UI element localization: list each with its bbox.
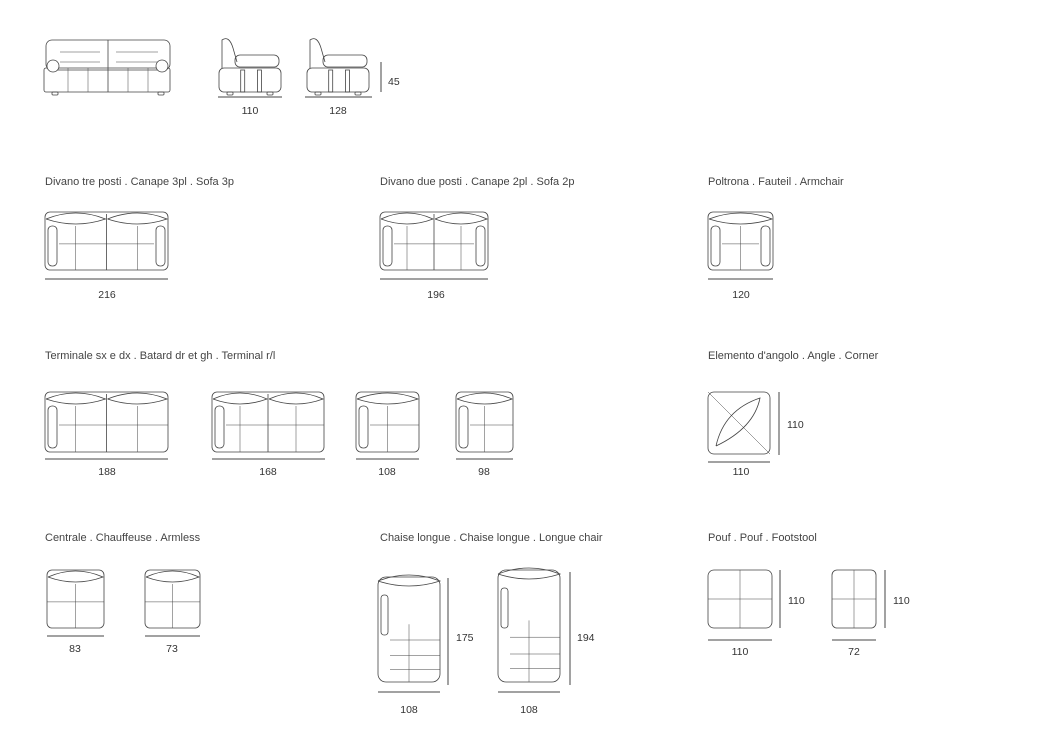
armrest (358, 405, 369, 449)
armrest (214, 405, 225, 449)
leg (257, 69, 262, 93)
sofa2-width: 196 (427, 289, 445, 301)
leg (345, 69, 350, 93)
corner-outline (707, 391, 771, 455)
chaise-title: Chaise longue . Chaise longue . Longue c… (380, 532, 603, 544)
armless-title: Centrale . Chauffeuse . Armless (45, 532, 201, 544)
pouf-width-2: 72 (848, 646, 860, 658)
back-cushion (434, 212, 489, 225)
sofa3-width: 216 (98, 289, 116, 301)
back-cushion (456, 392, 514, 405)
armrest (475, 225, 486, 267)
foot (157, 91, 165, 96)
foot (354, 91, 362, 96)
sofa2-title: Divano due posti . Canape 2pl . Sofa 2p (380, 176, 575, 188)
corner-width: 110 (732, 466, 750, 478)
corner-title: Elemento d'angolo . Angle . Corner (708, 350, 879, 362)
armrest-roll (46, 59, 60, 73)
foot (51, 91, 59, 96)
armrest (380, 594, 389, 636)
back-cushion (356, 392, 420, 405)
pouf-depth-2: 110 (893, 595, 910, 607)
back-cushion (145, 570, 201, 583)
side-a-width: 110 (241, 105, 259, 117)
seat-height: 45 (388, 76, 400, 88)
terminal-width-4: 98 (478, 466, 490, 478)
armless-width-2: 73 (166, 643, 178, 655)
chaise-length-1: 175 (456, 632, 474, 644)
chaise-width-1: 108 (400, 704, 418, 716)
terminal-width-1: 188 (98, 466, 116, 478)
back-cushion (107, 212, 169, 225)
side-b-width: 128 (329, 105, 347, 117)
armrest (382, 225, 393, 267)
side-back (309, 38, 326, 68)
back-cushion (45, 212, 107, 225)
sofa-base (43, 67, 171, 93)
back-cushion (497, 567, 562, 580)
pouf-title: Pouf . Pouf . Footstool (708, 532, 817, 544)
armless-width-1: 83 (69, 643, 81, 655)
back-cushion (107, 392, 169, 405)
back-cushion (377, 574, 442, 587)
back-cushion (45, 392, 107, 405)
pouf-depth-1: 110 (788, 595, 805, 607)
sofa3-title: Divano tre posti . Canape 3pl . Sofa 3p (45, 176, 234, 188)
pouf-width-1: 110 (731, 646, 749, 658)
side-back (221, 38, 238, 68)
back-cushion (47, 570, 105, 583)
armrest (760, 225, 771, 267)
back-cushion (708, 212, 774, 225)
chaise-length-2: 194 (577, 632, 595, 644)
leg (328, 69, 334, 93)
back-cushion (212, 392, 269, 405)
armrest (47, 405, 58, 449)
corner-diagonal (707, 391, 771, 455)
terminal-width-3: 108 (378, 466, 396, 478)
armrest (47, 225, 58, 267)
armrest-roll (155, 59, 169, 73)
back-cushion (268, 392, 325, 405)
foot (314, 91, 322, 96)
leg (240, 69, 246, 93)
armrest (458, 405, 469, 449)
side-roll (234, 54, 280, 68)
armrest (710, 225, 721, 267)
armchair-width: 120 (732, 289, 750, 301)
foot (266, 91, 274, 96)
corner-cushion (715, 397, 761, 447)
back-cushion (380, 212, 435, 225)
side-base (306, 67, 370, 93)
chaise-width-2: 108 (520, 704, 538, 716)
foot (226, 91, 234, 96)
corner-depth: 110 (787, 419, 804, 431)
side-roll (322, 54, 368, 68)
terminal-title: Terminale sx e dx . Batard dr et gh . Te… (45, 350, 276, 362)
terminal-width-2: 168 (259, 466, 277, 478)
armchair-title: Poltrona . Fauteil . Armchair (708, 176, 844, 188)
armrest (500, 587, 509, 629)
side-base (218, 67, 282, 93)
armrest (155, 225, 166, 267)
